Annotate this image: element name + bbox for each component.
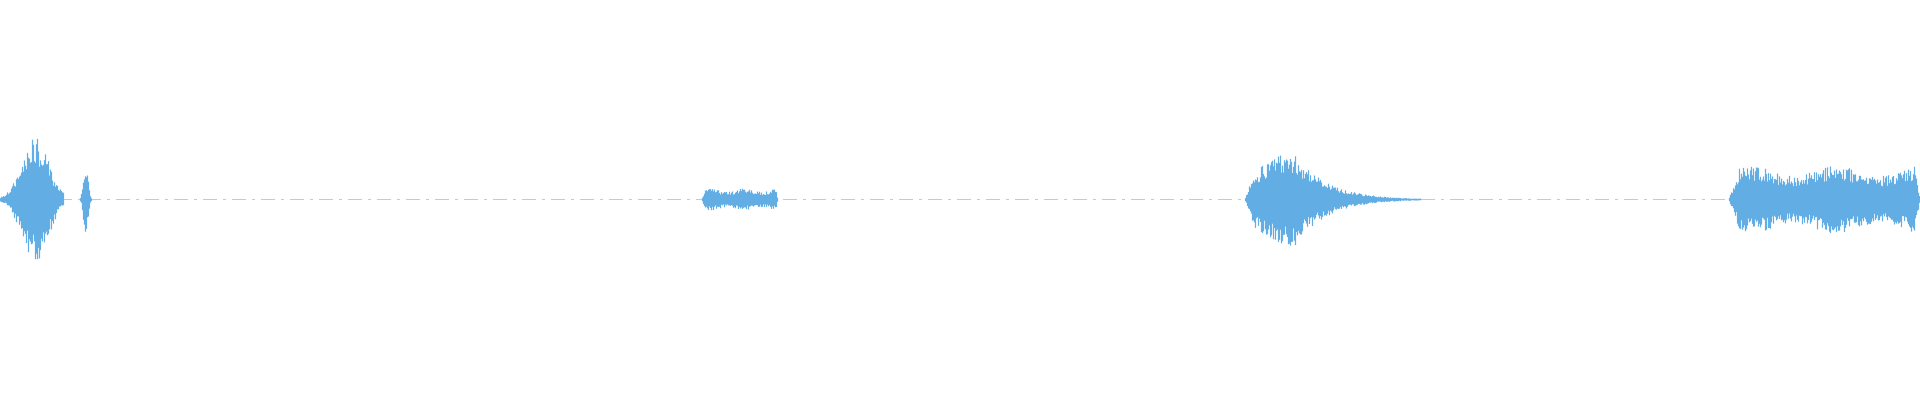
waveform-burst-1-tail[interactable]: [77, 162, 96, 238]
waveform-burst-4[interactable]: [1728, 166, 1920, 234]
waveform-bars: [0, 138, 1920, 262]
waveform-burst-2[interactable]: [701, 189, 778, 211]
waveform-signal: [0, 138, 1920, 260]
waveform-burst-3[interactable]: [1244, 152, 1421, 248]
waveform-burst-1[interactable]: [0, 138, 63, 262]
